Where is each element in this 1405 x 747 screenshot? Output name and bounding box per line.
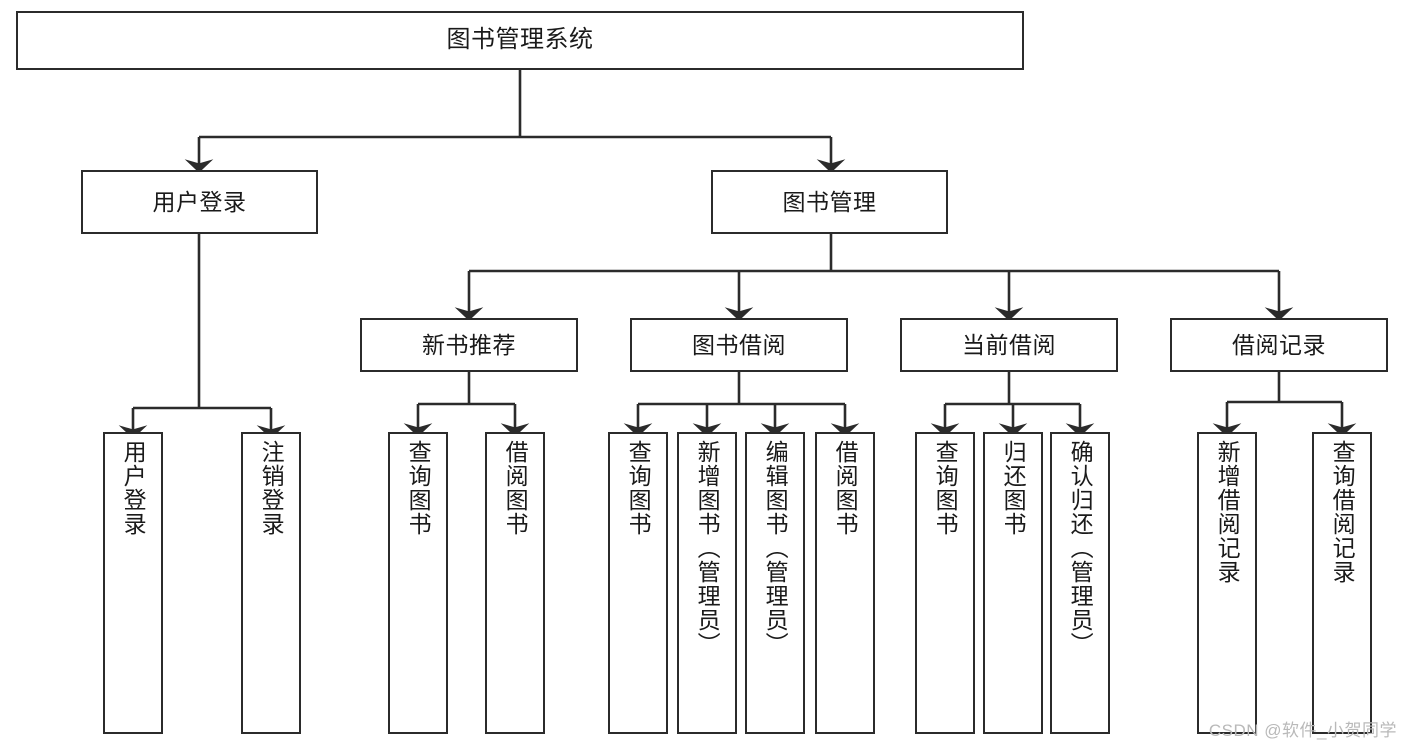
node-leaf-borrow-book-2[interactable]: 借阅图书: [815, 432, 875, 734]
node-leaf-return-book-label: 归还图书: [1000, 440, 1027, 536]
node-new-book-rec-label: 新书推荐: [422, 331, 516, 358]
node-root[interactable]: 图书管理系统: [16, 11, 1024, 70]
node-leaf-add-record-label: 新增借阅记录: [1214, 440, 1241, 584]
node-leaf-query-book-1-label: 查询图书: [405, 440, 432, 536]
node-book-manage-label: 图书管理: [782, 188, 877, 215]
node-leaf-borrow-book-1[interactable]: 借阅图书: [485, 432, 545, 734]
node-leaf-edit-book[interactable]: 编辑图书（管理员）: [745, 432, 805, 734]
node-user-login-label: 用户登录: [152, 188, 247, 215]
node-user-login[interactable]: 用户登录: [81, 170, 318, 234]
watermark: CSDN @软件_小贺同学: [1208, 721, 1397, 740]
node-current-borrow-label: 当前借阅: [962, 331, 1056, 358]
node-leaf-query-book-2-label: 查询图书: [625, 440, 652, 536]
node-current-borrow[interactable]: 当前借阅: [900, 318, 1118, 372]
node-borrow-record[interactable]: 借阅记录: [1170, 318, 1388, 372]
node-leaf-query-book-2[interactable]: 查询图书: [608, 432, 668, 734]
node-leaf-borrow-book-2-label: 借阅图书: [832, 440, 859, 536]
node-book-manage[interactable]: 图书管理: [711, 170, 948, 234]
node-leaf-query-book-3-label: 查询图书: [932, 440, 959, 536]
node-leaf-logout-label: 注销登录: [258, 440, 285, 536]
node-leaf-borrow-book-1-label: 借阅图书: [502, 440, 529, 536]
node-leaf-return-book[interactable]: 归还图书: [983, 432, 1043, 734]
node-leaf-confirm-return-label: 确认归还（管理员）: [1067, 440, 1094, 656]
node-leaf-user-login-label: 用户登录: [120, 440, 147, 536]
node-book-borrow-label: 图书借阅: [692, 331, 786, 358]
node-root-label: 图书管理系统: [446, 26, 594, 54]
node-leaf-query-record[interactable]: 查询借阅记录: [1312, 432, 1372, 734]
node-borrow-record-label: 借阅记录: [1232, 331, 1326, 358]
node-leaf-query-book-3[interactable]: 查询图书: [915, 432, 975, 734]
node-leaf-user-login[interactable]: 用户登录: [103, 432, 163, 734]
node-leaf-add-book[interactable]: 新增图书（管理员）: [677, 432, 737, 734]
node-leaf-confirm-return[interactable]: 确认归还（管理员）: [1050, 432, 1110, 734]
node-new-book-rec[interactable]: 新书推荐: [360, 318, 578, 372]
node-leaf-query-record-label: 查询借阅记录: [1329, 440, 1356, 584]
node-book-borrow[interactable]: 图书借阅: [630, 318, 848, 372]
node-leaf-add-book-label: 新增图书（管理员）: [694, 440, 721, 656]
node-leaf-edit-book-label: 编辑图书（管理员）: [762, 440, 789, 656]
node-leaf-logout[interactable]: 注销登录: [241, 432, 301, 734]
node-leaf-query-book-1[interactable]: 查询图书: [388, 432, 448, 734]
node-leaf-add-record[interactable]: 新增借阅记录: [1197, 432, 1257, 734]
